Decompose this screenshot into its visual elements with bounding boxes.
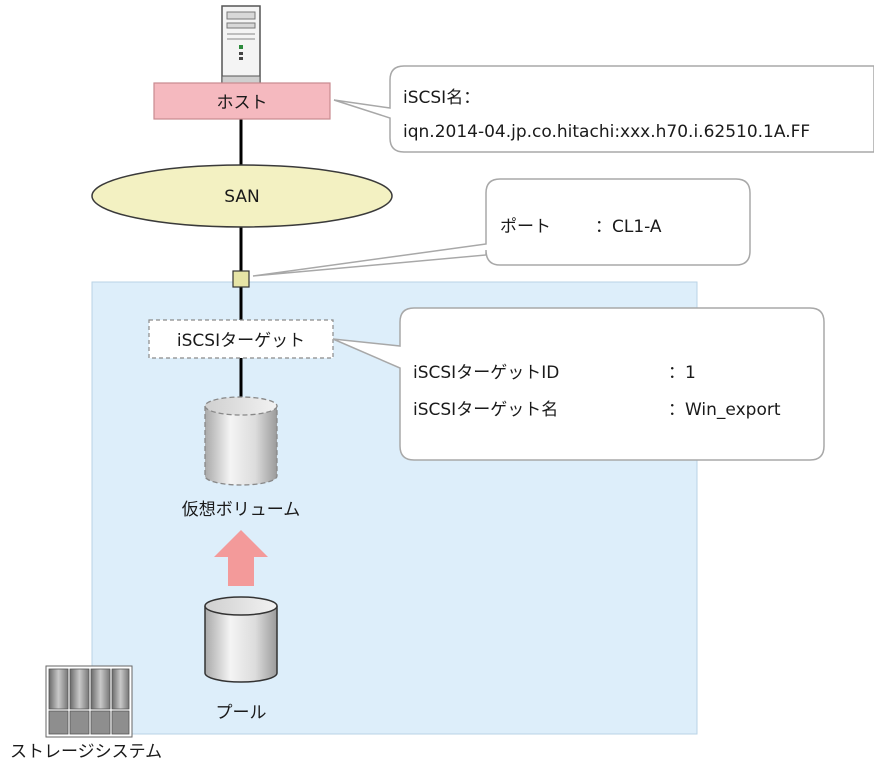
target-callout: [332, 307, 825, 461]
target-id-key: iSCSIターゲットID: [413, 363, 559, 383]
storage-system-icon: [45, 665, 133, 738]
pool-label: プール: [216, 703, 267, 723]
server-icon: [221, 5, 261, 84]
port-square: [232, 270, 250, 288]
port-key: ポート: [500, 217, 551, 237]
port-callout: [252, 178, 751, 277]
host-callout: [333, 65, 874, 153]
target-name-value: ：Win_export: [668, 400, 781, 420]
storage-system-label: ストレージシステム: [10, 742, 162, 762]
target-name-key: iSCSIターゲット名: [413, 400, 558, 420]
host-box: [153, 82, 331, 120]
san-label: SAN: [224, 187, 259, 207]
virtual-volume-icon: [204, 396, 278, 486]
san-ellipse: [91, 164, 393, 228]
host-iscsi-name-label: iSCSI名：: [403, 88, 480, 108]
port-value: ：CL1-A: [595, 217, 662, 237]
iscsi-target-box: [148, 319, 334, 359]
up-arrow-icon: [214, 530, 268, 586]
host-label: ホスト: [217, 93, 268, 113]
virtual-volume-label: 仮想ボリューム: [182, 500, 301, 520]
host-iscsi-name-value: iqn.2014-04.jp.co.hitachi:xxx.h70.i.6251…: [403, 122, 810, 142]
iscsi-target-label: iSCSIターゲット: [177, 331, 305, 351]
target-id-value: ：1: [668, 363, 696, 383]
pool-icon: [204, 596, 278, 683]
